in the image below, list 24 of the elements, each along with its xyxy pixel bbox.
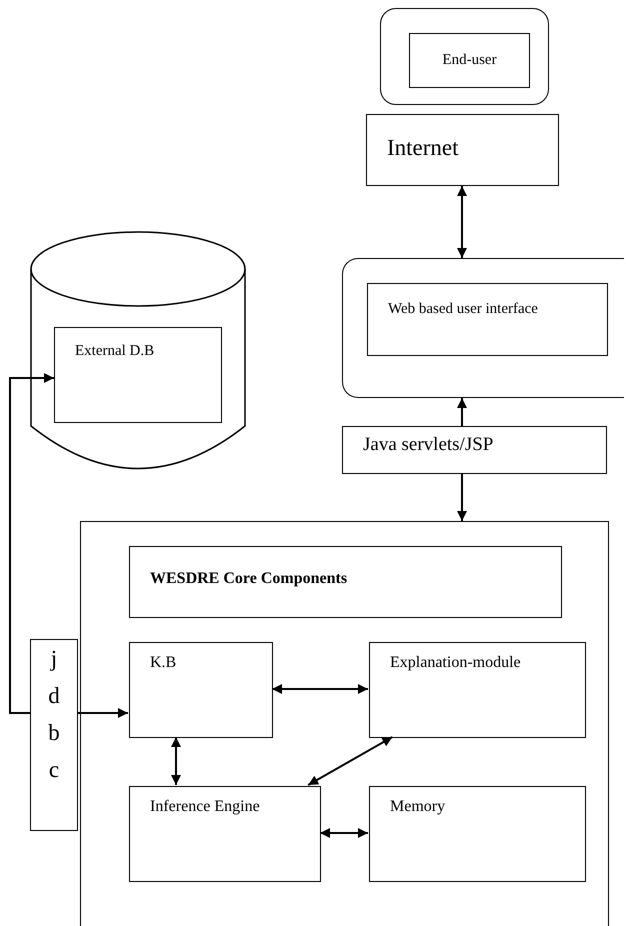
arrow (78, 708, 128, 718)
component-box: End-user (409, 33, 530, 88)
component-box: Internet (366, 114, 559, 186)
database-cylinder (30, 231, 246, 471)
container-box (342, 258, 624, 398)
arrow (272, 684, 368, 694)
arrow (171, 737, 181, 785)
container-box (80, 521, 609, 926)
component-box: Java servlets/JSP (342, 426, 607, 474)
arrow (457, 474, 467, 521)
component-box: Web based user interface (367, 283, 608, 356)
component-box: Memory (369, 786, 586, 882)
component-box: Inference Engine (129, 786, 321, 882)
arrow (9, 373, 54, 714)
arrow (308, 736, 393, 786)
component-box: K.B (129, 642, 273, 738)
arrow (457, 186, 467, 258)
component-box: Explanation-module (369, 642, 586, 738)
component-box: External D.B (54, 327, 222, 423)
arrow (457, 398, 467, 426)
component-box: WESDRE Core Components (129, 546, 562, 618)
arrow (320, 828, 368, 838)
container-box (380, 8, 549, 105)
connector-box: jdbc (30, 639, 78, 831)
